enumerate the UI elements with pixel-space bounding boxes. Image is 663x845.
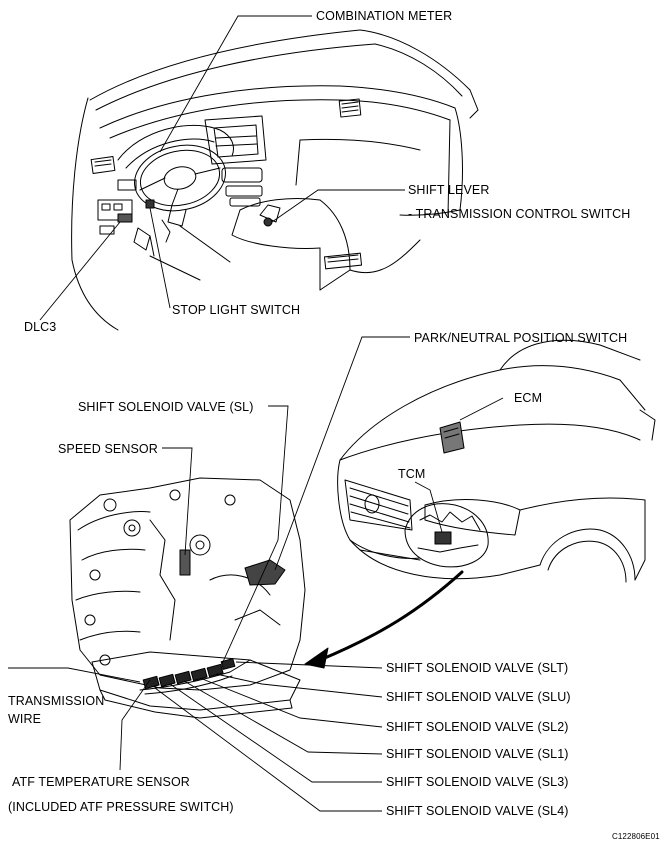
label-shift-solenoid-sl4: SHIFT SOLENOID VALVE (SL4) [386, 804, 569, 818]
label-shift-solenoid-sl3: SHIFT SOLENOID VALVE (SL3) [386, 775, 569, 789]
leader-transmission-wire [8, 667, 141, 683]
label-atf-temperature-sensor: ATF TEMPERATURE SENSOR [12, 775, 190, 789]
label-atf-pressure-switch: (INCLUDED ATF PRESSURE SWITCH) [8, 800, 234, 814]
label-tcm: TCM [398, 467, 426, 481]
leader-atf-temp [119, 679, 151, 771]
leader-dlc3 [39, 221, 121, 321]
figure-code: C122806E01 [612, 832, 660, 841]
leader-stop-light-switch [149, 207, 171, 309]
location-arrow-head [304, 647, 329, 669]
leader-sl2 [199, 677, 383, 728]
label-stop-light-switch: STOP LIGHT SWITCH [172, 303, 301, 317]
label-shift-solenoid-slt: SHIFT SOLENOID VALVE (SLT) [386, 661, 569, 675]
leader-park-neutral [274, 336, 410, 571]
leader-sl1 [183, 680, 383, 755]
label-combination-meter: COMBINATION METER [316, 9, 453, 23]
leader-speed-sensor [162, 447, 193, 556]
leader-slt [235, 661, 383, 669]
leader-ecm [459, 397, 504, 421]
transmission-illustration [69, 477, 306, 719]
label-shift-solenoid-sl: SHIFT SOLENOID VALVE (SL) [78, 400, 254, 414]
leader-tcm [414, 481, 443, 533]
leader-sl3 [169, 683, 382, 783]
leader-shift-lever [271, 189, 405, 223]
dashboard-illustration [71, 29, 479, 331]
leader-combination-meter [159, 15, 312, 153]
label-shift-solenoid-sl1: SHIFT SOLENOID VALVE (SL1) [386, 747, 569, 761]
label-transmission-wire-line1: TRANSMISSION [8, 694, 105, 708]
label-transmission-wire-line2: WIRE [8, 712, 42, 726]
leader-slu [215, 673, 383, 698]
label-dlc3: DLC3 [24, 320, 57, 334]
leader-solenoid-sl [221, 405, 289, 665]
label-park-neutral-position-switch: PARK/NEUTRAL POSITION SWITCH [414, 331, 628, 345]
leader-lines [8, 15, 504, 812]
label-shift-solenoid-sl2: SHIFT SOLENOID VALVE (SL2) [386, 720, 569, 734]
location-arrow [318, 570, 464, 662]
label-speed-sensor: SPEED SENSOR [58, 442, 158, 456]
label-ecm: ECM [514, 391, 543, 405]
leader-sl4 [154, 687, 382, 812]
car-front-illustration [337, 339, 656, 583]
label-shift-lever: SHIFT LEVER [408, 183, 490, 197]
label-shift-solenoid-slu: SHIFT SOLENOID VALVE (SLU) [386, 690, 571, 704]
label-transmission-control-switch: - TRANSMISSION CONTROL SWITCH [408, 207, 631, 221]
